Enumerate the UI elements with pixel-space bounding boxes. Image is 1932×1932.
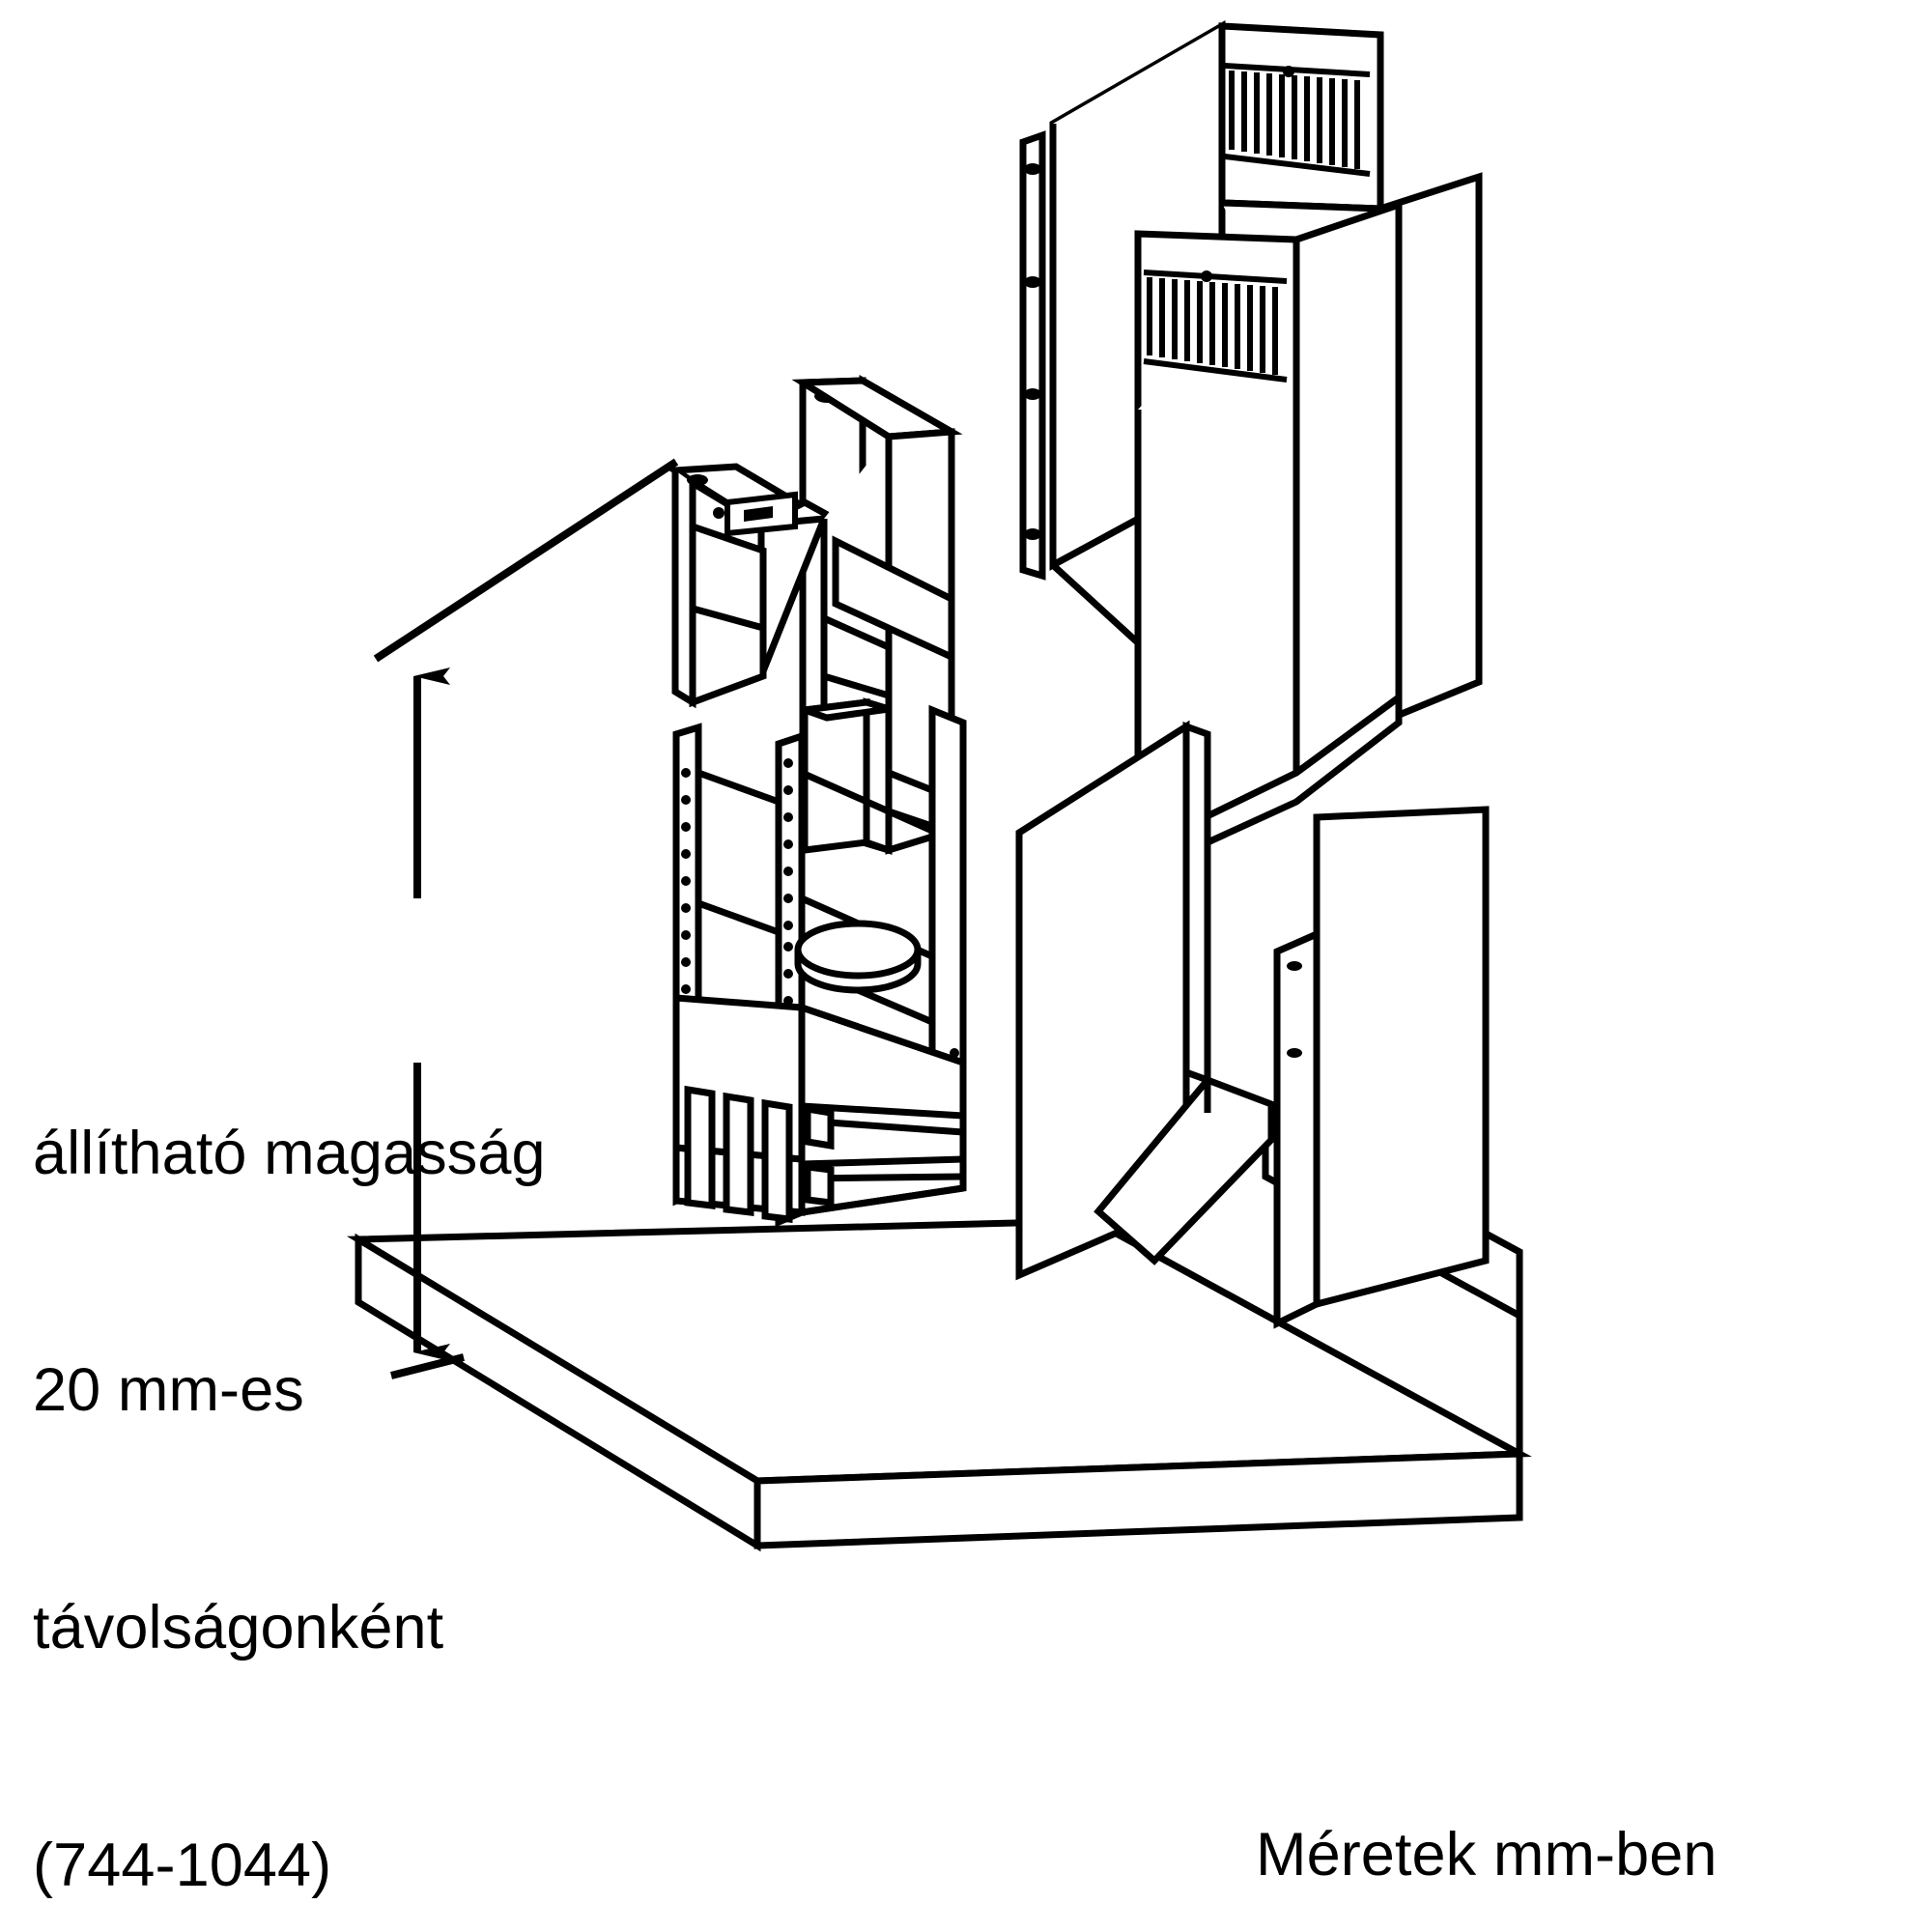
annotation-line-3: távolságonként [33, 1594, 444, 1662]
units-caption: Méretek mm-ben [1256, 1821, 1718, 1889]
chimney-cover-right-front [1273, 928, 1321, 1329]
frame-label-plate [724, 491, 798, 537]
telescopic-frame-middle [801, 697, 953, 855]
hood-body [672, 994, 967, 1223]
hood-slot-vents [684, 1085, 793, 1223]
adjustable-height-dimension [373, 458, 679, 1379]
duct-outlet [794, 920, 922, 994]
chimney-cover-shelf [1094, 1075, 1275, 1265]
annotation-line-1: állítható magasság [33, 1119, 546, 1187]
chimney-grille-inner [1143, 270, 1288, 383]
annotation-line-2: 20 mm-es [33, 1356, 304, 1425]
chimney-grille-outer [1224, 63, 1371, 177]
chimney-cover-right [1313, 806, 1490, 1309]
mounting-strip-lower-holes [1287, 961, 1302, 1058]
adjustable-height-annotation: állítható magasság 20 mm-es távolságonké… [33, 956, 796, 1932]
annotation-line-4: (744-1044) [33, 1831, 332, 1899]
ceiling-slab [346, 1217, 1532, 1552]
mounting-strip-upper [1019, 130, 1046, 581]
chimney-cover-left-flange [1182, 722, 1211, 1085]
chimney-inner-rear [1134, 230, 1300, 856]
